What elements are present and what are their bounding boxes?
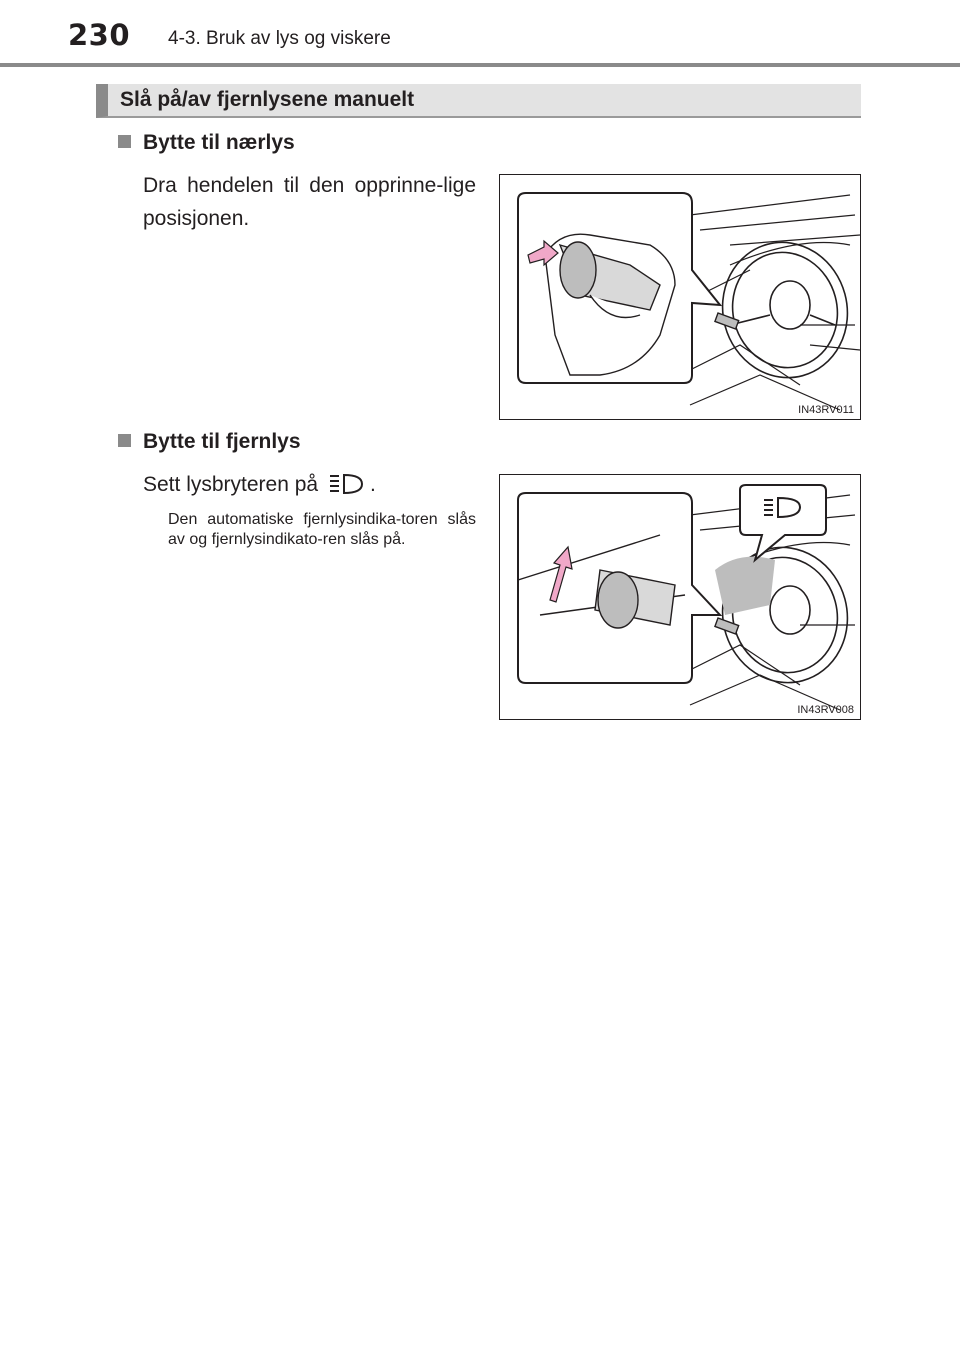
instruction-text-end: .: [369, 473, 376, 496]
subheading-high-beam: Bytte til fjernlys: [118, 430, 301, 454]
instruction-low-beam: Dra hendelen til den opprinne-lige posis…: [143, 174, 476, 230]
figure-low-beam: IN43RV011: [499, 174, 861, 420]
chapter-title: 4-3. Bruk av lys og viskere: [168, 28, 391, 49]
square-bullet-icon: [118, 135, 131, 148]
figure-code: IN43RV011: [798, 404, 854, 416]
instruction-high-beam: Sett lysbryteren på .: [143, 468, 476, 506]
section-title: Slå på/av fjernlysene manuelt: [120, 88, 415, 111]
note-high-beam: Den automatiske fjernlysindika-toren slå…: [168, 511, 476, 548]
subheading-label: Bytte til fjernlys: [143, 430, 301, 453]
page-number: 230: [68, 18, 131, 52]
high-beam-icon: [328, 472, 366, 506]
pull-arrow-icon: [527, 239, 559, 267]
subheading-low-beam: Bytte til nærlys: [118, 131, 295, 155]
push-up-arrow-icon: [549, 545, 573, 603]
high-beam-indicator-icon: [764, 496, 802, 519]
lever-push-illustration: [517, 484, 856, 711]
steering-wheel-icon: [721, 546, 849, 684]
lever-pull-illustration: [517, 192, 860, 411]
steering-wheel-icon: [721, 241, 849, 379]
section-title-bar: Slå på/av fjernlysene manuelt: [96, 84, 861, 118]
figure-code: IN43RV008: [797, 704, 854, 716]
instruction-text: Sett lysbryteren på: [143, 473, 319, 496]
square-bullet-icon: [118, 434, 131, 447]
figure-high-beam: IN43RV008: [499, 474, 861, 720]
subheading-label: Bytte til nærlys: [143, 131, 295, 154]
header-rule: [0, 63, 960, 67]
